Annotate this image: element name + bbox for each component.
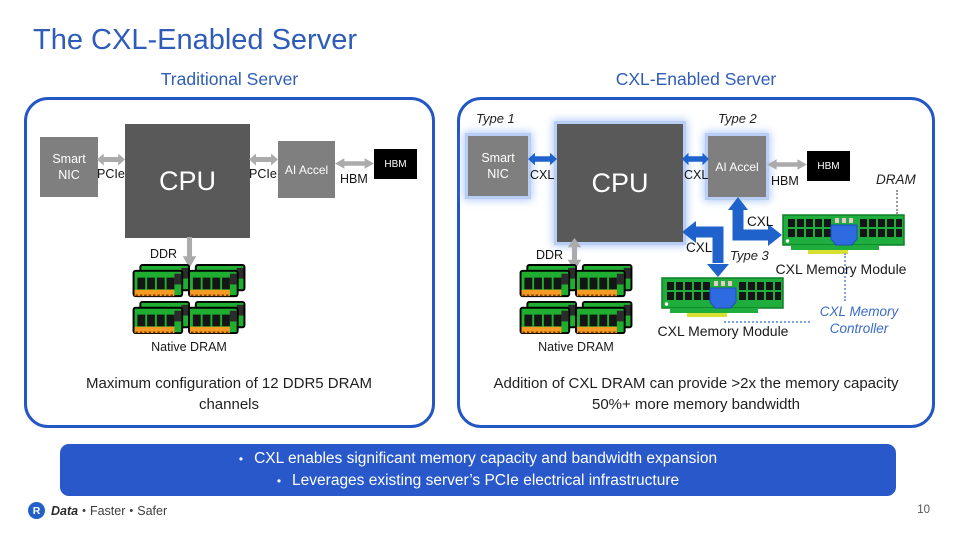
footer-word-faster: Faster	[89, 503, 126, 518]
right-caption-line1: Addition of CXL DRAM can provide >2x the…	[493, 375, 899, 392]
cxl-memory-module-right-label: CXL Memory Module	[775, 261, 907, 277]
right-cpu-box: CPU	[557, 124, 683, 242]
cxl-accel-memory-link-label: CXL	[747, 214, 774, 229]
left-pcie-accel-arrow-icon	[249, 153, 278, 166]
left-native-dram-graphic	[131, 264, 247, 336]
type2-label: Type 2	[718, 111, 757, 126]
footer-separator: •	[129, 504, 134, 517]
cxl-server-panel	[457, 97, 935, 428]
banner-bullet-1: • CXL enables significant memory capacit…	[239, 450, 717, 469]
right-panel-header: CXL-Enabled Server	[615, 69, 777, 89]
footer-brand: R Data • Faster • Safer	[28, 502, 167, 519]
bullet-icon: •	[276, 473, 282, 488]
cxl-cpu-memory-arrow-icon	[682, 221, 729, 277]
cxl-nic-link-label: CXL	[530, 168, 555, 182]
footer-brand-word: Data	[51, 503, 79, 518]
left-pcie-nic-arrow-icon	[97, 153, 125, 166]
cxl-cpu-memory-link-label: CXL	[686, 240, 713, 255]
cxl-memory-module-center-label: CXL Memory Module	[657, 323, 789, 339]
cxl-accel-arrow-icon	[682, 152, 709, 166]
logo-letter: R	[32, 504, 41, 517]
left-hbm-arrow-icon	[335, 158, 374, 169]
banner-bullet-2-text: Leverages existing server’s PCIe electri…	[292, 471, 680, 489]
left-smart-nic-label: Smart NIC	[52, 151, 86, 182]
left-ddr-link-label: DDR	[150, 247, 178, 261]
footer-word-safer: Safer	[137, 503, 168, 518]
left-hbm-link-label: HBM	[340, 172, 368, 186]
slide-title: The CXL-Enabled Server	[33, 24, 357, 56]
dram-callout-label: DRAM	[876, 172, 916, 187]
footer-separator: •	[82, 504, 86, 517]
left-native-dram-label: Native DRAM	[151, 340, 227, 354]
rambus-logo-icon: R	[28, 502, 45, 519]
left-hbm-label: HBM	[384, 158, 407, 170]
right-hbm-box: HBM	[807, 151, 850, 181]
right-ddr-link-label: DDR	[536, 248, 564, 262]
key-takeaway-banner: • CXL enables significant memory capacit…	[60, 444, 896, 496]
cxl-accel-link-label: CXL	[684, 168, 709, 182]
cxl-nic-arrow-icon	[528, 152, 557, 166]
left-hbm-box: HBM	[374, 149, 417, 179]
cxl-memory-module-right-graphic	[782, 214, 905, 255]
left-pcie-nic-link-label: PCIe	[97, 167, 125, 181]
right-hbm-link-label: HBM	[771, 174, 799, 188]
right-cpu-label: CPU	[591, 167, 649, 198]
cxl-memory-module-center-graphic	[661, 277, 784, 318]
right-hbm-label: HBM	[817, 160, 840, 172]
banner-bullet-1-text: CXL enables significant memory capacity …	[254, 449, 718, 467]
right-native-dram-label: Native DRAM	[538, 340, 614, 354]
left-ai-accel-label: AI Accel	[284, 162, 329, 177]
right-ai-accel-label: AI Accel	[715, 159, 759, 174]
right-native-dram-graphic	[518, 264, 634, 336]
cxl-accel-memory-arrow-icon	[728, 197, 782, 246]
right-caption-line2: 50%+ more memory bandwidth	[591, 395, 800, 413]
left-smart-nic-box: Smart NIC	[40, 137, 98, 197]
controller-callout-line-right	[844, 253, 846, 301]
left-cpu-label: CPU	[158, 165, 216, 196]
right-panel-caption: Addition of CXL DRAM can provide >2x the…	[466, 374, 926, 415]
left-pcie-accel-link-label: PCIe	[249, 167, 277, 181]
right-hbm-arrow-icon	[767, 159, 807, 170]
left-panel-caption: Maximum configuration of 12 DDR5 DRAM ch…	[86, 375, 372, 413]
type1-label: Type 1	[476, 111, 515, 126]
type3-label: Type 3	[730, 248, 769, 263]
controller-callout-line-center	[724, 321, 810, 323]
bullet-icon: •	[238, 452, 244, 466]
left-ai-accel-box: AI Accel	[278, 141, 335, 198]
left-cpu-box: CPU	[125, 124, 250, 238]
cxl-memory-controller-label: CXL Memory Controller	[819, 304, 899, 336]
right-ai-accel-box: AI Accel	[708, 136, 766, 197]
dram-callout-line	[896, 190, 898, 214]
right-smart-nic-box: Smart NIC	[468, 136, 528, 196]
banner-bullet-2: • Leverages existing server’s PCIe elect…	[277, 472, 679, 491]
page-number: 10	[917, 504, 930, 516]
left-panel-header: Traditional Server	[160, 69, 299, 89]
right-smart-nic-label: Smart NIC	[481, 150, 515, 181]
